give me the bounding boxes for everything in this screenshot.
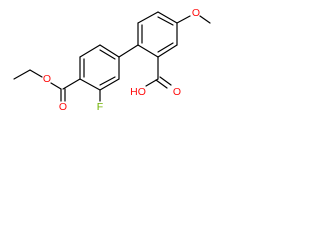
methoxy-oxygen-label: O <box>192 7 200 19</box>
ester-carbonyl-oxygen-label: O <box>59 101 67 113</box>
bond <box>99 78 120 91</box>
bond <box>118 44 139 58</box>
bond <box>137 11 159 24</box>
bond <box>13 69 31 80</box>
bond <box>157 11 178 24</box>
ester-ether-oxygen-label: O <box>43 73 51 85</box>
bond <box>62 78 81 90</box>
bond-lines <box>13 11 211 102</box>
carboxyl-hydroxyl-label: HO <box>130 86 146 98</box>
bond <box>79 78 101 91</box>
molecule-structure: O O F O HO O <box>13 7 211 113</box>
carboxyl-carbonyl-oxygen-label: O <box>173 86 181 98</box>
bond <box>99 76 116 86</box>
bond <box>99 49 116 60</box>
bond <box>79 44 101 58</box>
structure-canvas: O O F O HO O <box>0 0 224 169</box>
bond <box>157 44 178 58</box>
bond <box>176 15 191 24</box>
bond <box>155 79 168 89</box>
bond <box>50 82 62 90</box>
bond <box>159 76 172 86</box>
atom-labels: O O F O HO O <box>43 7 200 113</box>
bond <box>137 44 159 58</box>
fluorine-label: F <box>97 101 103 113</box>
bond <box>157 42 174 53</box>
bond <box>29 69 43 78</box>
bond <box>99 44 120 58</box>
bond <box>157 16 174 26</box>
bond <box>199 15 211 24</box>
